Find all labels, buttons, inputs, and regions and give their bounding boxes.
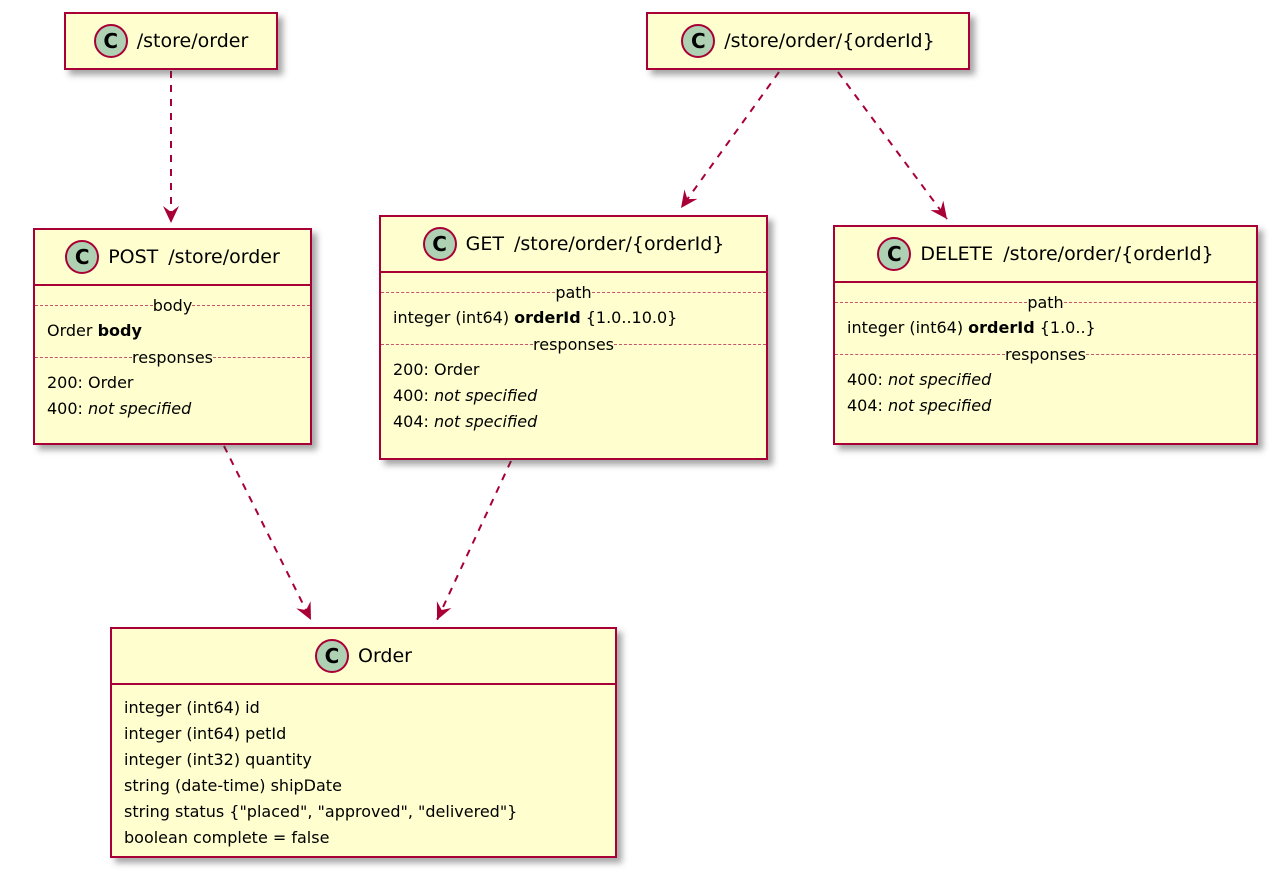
- separator-responses: responses: [35, 344, 310, 370]
- member-text: 200: Order: [393, 360, 480, 379]
- endpoint-path: /store/order: [168, 246, 280, 268]
- member-body-param: Order body: [35, 318, 310, 344]
- member-text: 400:: [393, 386, 435, 405]
- member-text: string status {"placed", "approved", "de…: [124, 802, 518, 821]
- member-param-name: orderId: [514, 308, 581, 327]
- separator-label: responses: [132, 347, 214, 367]
- member-text: integer (int64): [393, 308, 515, 327]
- member-field-complete: boolean complete = false: [112, 825, 615, 851]
- member-text: integer (int64) id: [124, 698, 260, 717]
- class-header: C POST /store/order: [35, 230, 310, 284]
- member-text: boolean complete = false: [124, 828, 330, 847]
- stereotype-letter: C: [690, 29, 706, 53]
- arrow-resource-orderid-to-get: [680, 71, 780, 209]
- member-field-status: string status {"placed", "approved", "de…: [112, 799, 615, 825]
- member-text: 400:: [47, 399, 89, 418]
- member-path-param: integer (int64) orderId {1.0..}: [835, 315, 1256, 341]
- member-text: integer (int32) quantity: [124, 750, 312, 769]
- separator-label: path: [555, 282, 592, 302]
- class-members: path integer (int64) orderId {1.0..} res…: [835, 281, 1256, 427]
- class-box-order-model: C Order integer (int64) id integer (int6…: [110, 627, 617, 858]
- member-text: 404:: [847, 396, 889, 415]
- member-response-400: 400: not specified: [835, 367, 1256, 393]
- member-response-404: 404: not specified: [835, 393, 1256, 419]
- endpoint-path: /store/order/{orderId}: [1003, 243, 1214, 265]
- arrow-get-to-order-model: [436, 460, 512, 621]
- separator-path: path: [835, 289, 1256, 315]
- class-members: integer (int64) id integer (int64) petId…: [112, 683, 615, 859]
- separator-body: body: [35, 292, 310, 318]
- class-stereotype-icon: C: [65, 240, 100, 274]
- separator-label: body: [152, 295, 193, 315]
- member-text: 200: Order: [47, 373, 134, 392]
- member-value-italic: not specified: [888, 370, 992, 389]
- stereotype-letter: C: [74, 245, 90, 269]
- class-box-resource-store-order-orderid: C /store/order/{orderId}: [646, 12, 970, 70]
- stereotype-letter: C: [103, 29, 119, 53]
- stereotype-letter: C: [887, 242, 902, 266]
- member-path-param: integer (int64) orderId {1.0..10.0}: [381, 305, 766, 331]
- member-field-petid: integer (int64) petId: [112, 721, 615, 747]
- class-header: C DELETE /store/order/{orderId}: [835, 227, 1256, 281]
- class-members: path integer (int64) orderId {1.0..10.0}…: [381, 271, 766, 443]
- member-field-shipdate: string (date-time) shipDate: [112, 773, 615, 799]
- class-box-resource-store-order: C /store/order: [64, 12, 278, 70]
- separator-path: path: [381, 279, 766, 305]
- arrow-resource-orderid-to-delete: [837, 71, 948, 220]
- member-text: integer (int64) petId: [124, 724, 287, 743]
- member-response-200: 200: Order: [381, 357, 766, 383]
- class-stereotype-icon: C: [93, 24, 128, 58]
- member-response-404: 404: not specified: [381, 409, 766, 435]
- class-stereotype-icon: C: [681, 24, 716, 58]
- class-stereotype-icon: C: [422, 227, 457, 261]
- stereotype-letter: C: [324, 644, 340, 668]
- separator-label: path: [1027, 292, 1064, 312]
- class-header: C /store/order: [66, 14, 276, 68]
- member-value-italic: not specified: [434, 412, 538, 431]
- class-title: /store/order: [136, 30, 249, 52]
- class-header: C GET /store/order/{orderId}: [381, 217, 766, 271]
- member-text: Order: [47, 321, 98, 340]
- class-header: C /store/order/{orderId}: [648, 14, 968, 68]
- member-response-400: 400: not specified: [381, 383, 766, 409]
- class-box-get-store-order-orderid: C GET /store/order/{orderId} path intege…: [379, 215, 768, 460]
- member-text: {1.0..}: [1034, 318, 1096, 337]
- class-members: body Order body responses 200: Order 400…: [35, 284, 310, 430]
- http-method: POST: [108, 246, 159, 268]
- class-box-post-store-order: C POST /store/order body Order body resp…: [33, 228, 312, 445]
- class-title: /store/order/{orderId}: [724, 30, 935, 52]
- member-value-italic: not specified: [888, 396, 992, 415]
- class-stereotype-icon: C: [877, 237, 912, 271]
- class-title: Order: [358, 645, 412, 667]
- member-text: 404:: [393, 412, 435, 431]
- member-response-200: 200: Order: [35, 370, 310, 396]
- member-field-id: integer (int64) id: [112, 695, 615, 721]
- member-param-name: orderId: [968, 318, 1035, 337]
- member-response-400: 400: not specified: [35, 396, 310, 422]
- class-box-delete-store-order-orderid: C DELETE /store/order/{orderId} path int…: [833, 225, 1258, 445]
- member-text: integer (int64): [847, 318, 969, 337]
- http-method: GET: [465, 233, 504, 255]
- member-text: string (date-time) shipDate: [124, 776, 342, 795]
- arrow-post-to-order-model: [223, 445, 312, 621]
- member-text: {1.0..10.0}: [580, 308, 678, 327]
- separator-responses: responses: [835, 341, 1256, 367]
- member-param-name: body: [97, 321, 142, 340]
- member-field-quantity: integer (int32) quantity: [112, 747, 615, 773]
- class-stereotype-icon: C: [315, 639, 349, 673]
- member-text: 400:: [847, 370, 889, 389]
- member-value-italic: not specified: [434, 386, 538, 405]
- separator-responses: responses: [381, 331, 766, 357]
- class-header: C Order: [112, 629, 615, 683]
- member-value-italic: not specified: [88, 399, 192, 418]
- endpoint-path: /store/order/{orderId}: [513, 233, 725, 255]
- separator-label: responses: [1005, 344, 1087, 364]
- http-method: DELETE: [920, 243, 994, 265]
- stereotype-letter: C: [432, 232, 447, 256]
- separator-label: responses: [533, 334, 615, 354]
